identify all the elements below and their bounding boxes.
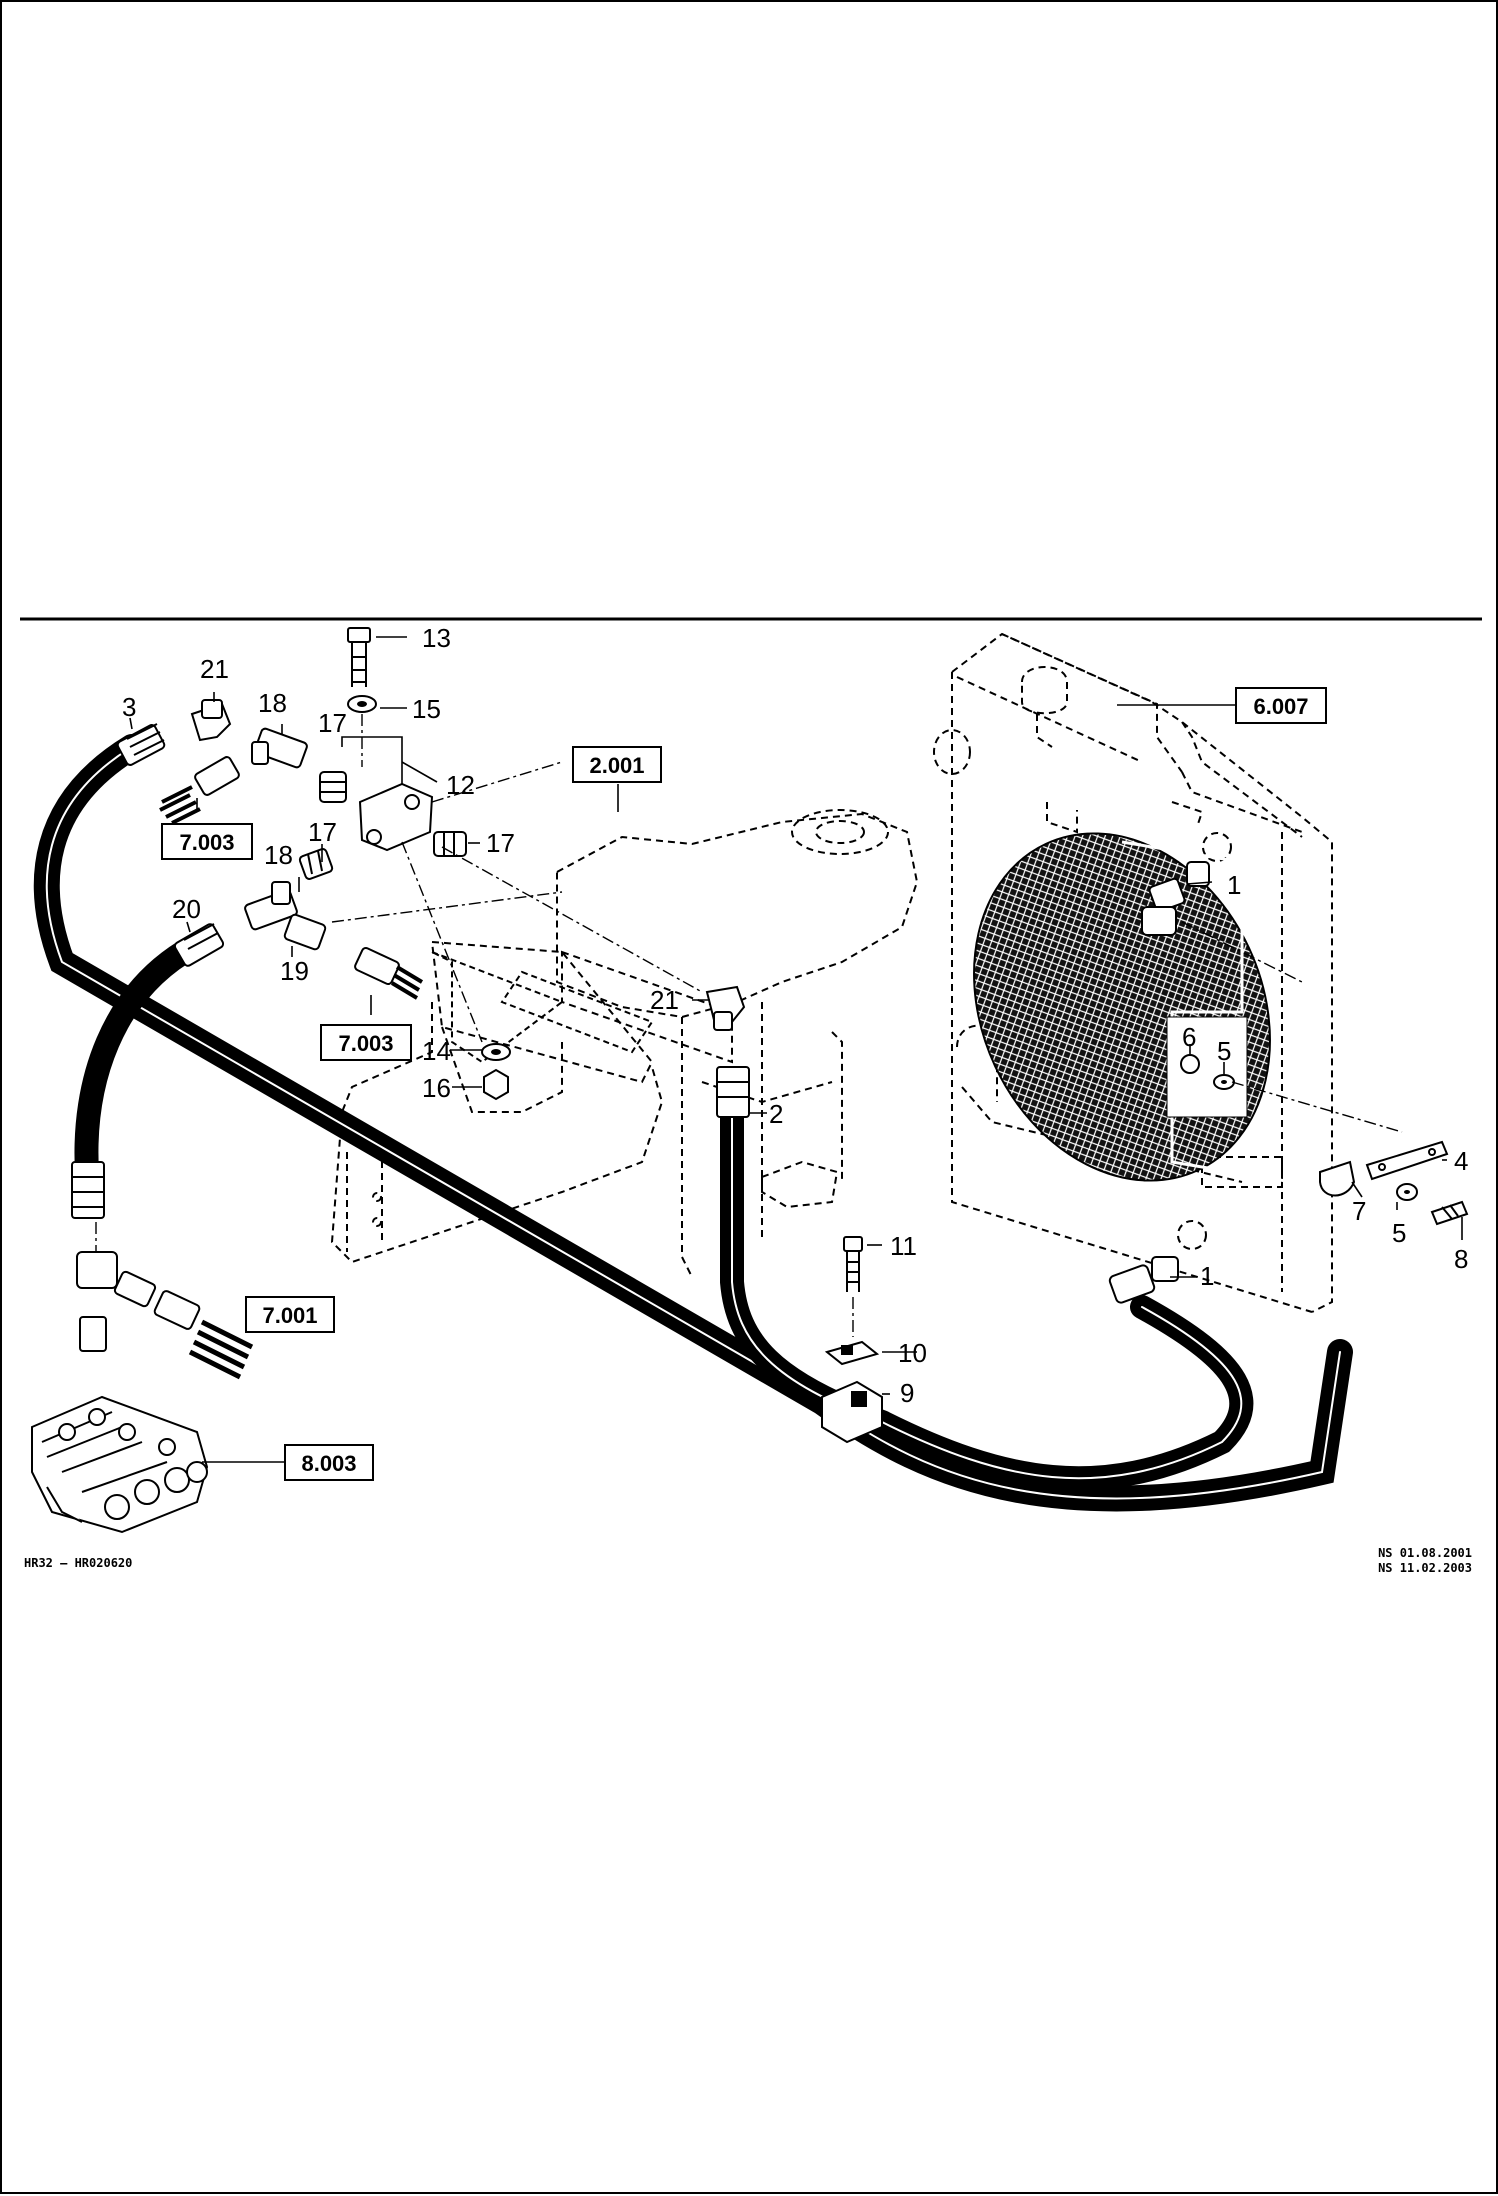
- callout-14: 14: [422, 1036, 451, 1066]
- washer-15: [347, 695, 377, 713]
- fitting-tee-lower-left: [76, 1251, 157, 1352]
- callout-17-top: 17: [318, 708, 347, 738]
- callout-21-top: 21: [200, 654, 229, 684]
- callout-17-right: 17: [486, 828, 515, 858]
- revision-block: NS 01.08.2001 NS 11.02.2003: [1378, 1546, 1472, 1576]
- clip-7: [1319, 1160, 1356, 1197]
- callout-17-left: 17: [308, 817, 337, 847]
- callout-13: 13: [422, 623, 451, 653]
- svg-text:7.003: 7.003: [179, 830, 234, 855]
- ref-box-2001: 2.001: [572, 746, 662, 783]
- callout-8: 8: [1454, 1244, 1468, 1274]
- svg-text:7.001: 7.001: [262, 1303, 317, 1328]
- fitting-tee-18-bottom: [244, 881, 298, 931]
- radiator-core-mesh: [973, 832, 1293, 1184]
- callout-15: 15: [412, 694, 441, 724]
- ref-box-7003-top: 7.003: [161, 823, 253, 860]
- fitting-1-top-radiator: [1141, 861, 1210, 936]
- callout-21-frame: 21: [650, 985, 679, 1015]
- sensor-7003-bottom: [354, 946, 424, 1000]
- svg-text:6.007: 6.007: [1253, 694, 1308, 719]
- nut-16: [483, 1068, 509, 1101]
- callout-11: 11: [890, 1231, 917, 1261]
- washer-5-radiator: [1213, 1074, 1235, 1090]
- fitting-hose-end-2: [716, 1066, 750, 1118]
- callout-7: 7: [1352, 1196, 1366, 1226]
- bolt-8: [1430, 1200, 1469, 1226]
- ref-box-7001: 7.001: [245, 1296, 335, 1333]
- callout-5-radiator: 5: [1217, 1036, 1231, 1066]
- callout-20: 20: [172, 894, 201, 924]
- mounting-bracket: [431, 951, 654, 1064]
- fitting-17-right: [433, 831, 467, 857]
- washer-5-bracket: [1396, 1183, 1418, 1201]
- svg-text:7.003: 7.003: [338, 1031, 393, 1056]
- plate-10: [824, 1340, 880, 1366]
- callout-2: 2: [769, 1099, 783, 1129]
- bolt-11: [843, 1236, 863, 1292]
- fitting-hose-end-lower-left: [71, 1161, 105, 1219]
- valve-block-12: [358, 782, 434, 852]
- ref-box-8003: 8.003: [284, 1444, 374, 1481]
- sensor-7003-top: [159, 756, 240, 825]
- callout-9: 9: [900, 1378, 914, 1408]
- ref-box-6007: 6.007: [1235, 687, 1327, 724]
- svg-text:8.003: 8.003: [301, 1451, 356, 1476]
- callout-1-bottom: 1: [1200, 1261, 1214, 1291]
- bolt-13: [347, 627, 371, 687]
- leader-lines: [129, 636, 1463, 1463]
- clamp-9: [821, 1380, 883, 1444]
- revision-line-1: NS 01.08.2001: [1378, 1546, 1472, 1560]
- drawing-id: HR32 – HR020620: [24, 1556, 133, 1570]
- frame-outline: [330, 809, 919, 1278]
- callout-18-bottom: 18: [264, 840, 293, 870]
- assembly-lines: [95, 714, 1403, 1337]
- ref-box-7003-bottom: 7.003: [320, 1024, 412, 1061]
- callout-6: 6: [1182, 1022, 1196, 1052]
- sensor-7001: [153, 1290, 254, 1380]
- fitting-elbow-21-top: [190, 699, 232, 742]
- fitting-1-bottom-radiator: [1108, 1256, 1179, 1304]
- svg-text:2.001: 2.001: [589, 753, 644, 778]
- fitting-17-left: [298, 848, 334, 880]
- revision-line-2: NS 11.02.2003: [1378, 1561, 1472, 1575]
- callouts: 13 15 21 18 3 17 12 17 17 18 20 19 21 2 …: [122, 623, 1468, 1408]
- callout-19: 19: [280, 956, 309, 986]
- fitting-hose-end-3: [116, 723, 166, 766]
- fitting-hose-end-20: [173, 923, 225, 967]
- callout-3: 3: [122, 692, 136, 722]
- fitting-tee-18-top: [251, 727, 308, 769]
- callout-1-top: 1: [1227, 870, 1241, 900]
- fitting-17-top: [319, 771, 347, 803]
- callout-5-bracket: 5: [1392, 1218, 1406, 1248]
- callout-16: 16: [422, 1073, 451, 1103]
- callout-4: 4: [1454, 1146, 1468, 1176]
- washer-14: [481, 1043, 511, 1061]
- callout-18-top: 18: [258, 688, 287, 718]
- plate-4: [1365, 1140, 1449, 1181]
- nut-6: [1180, 1054, 1200, 1074]
- control-valve-8003: [31, 1395, 209, 1534]
- callout-12: 12: [446, 770, 475, 800]
- fitting-19: [283, 913, 327, 951]
- fitting-21-frame: [705, 985, 746, 1031]
- callout-10: 10: [898, 1338, 927, 1368]
